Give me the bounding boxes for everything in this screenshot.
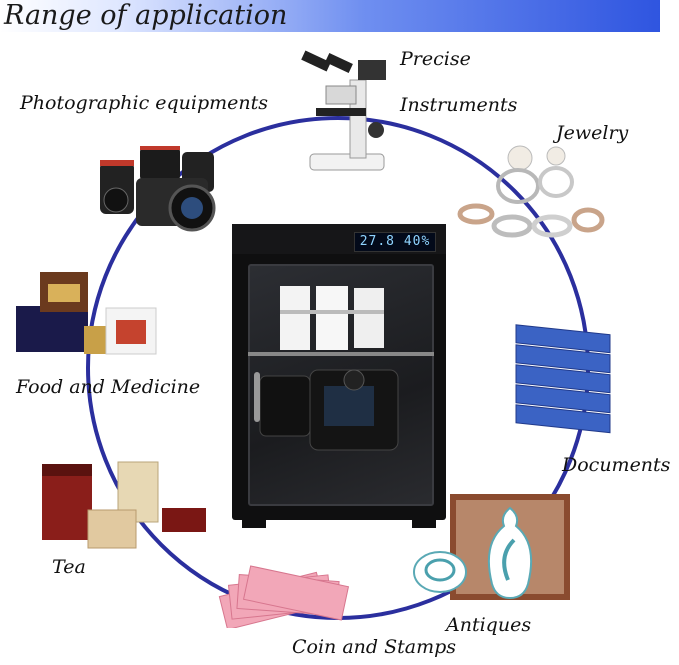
label-tea: Tea [52,556,86,578]
tea-image [42,461,206,549]
header-banner: Range of application [0,0,660,32]
label-documents: Documents [562,454,671,476]
documents-image [515,324,611,434]
label-instruments: Instruments [400,94,518,116]
cabinet-shelf [248,352,434,356]
label-precise: Precise [400,48,471,70]
cabinet-glass-door [248,264,434,506]
microscope-image [301,50,386,171]
food-medicine-image [16,272,157,355]
label-food-medicine: Food and Medicine [16,376,201,398]
dry-cabinet: 27.8 40% [232,224,446,528]
cabinet-contents-image [259,286,399,451]
label-photographic-equipments: Photographic equipments [20,92,269,114]
cabinet-display: 27.8 40% [354,232,436,252]
label-coin-stamps: Coin and Stamps [292,636,457,658]
coin-stamps-image [218,565,350,628]
cabinet-foot-right [412,520,436,528]
camera-image [100,146,216,232]
jewelry-image [457,145,605,238]
antiques-image [413,494,570,600]
page-title: Range of application [4,0,288,31]
label-jewelry: Jewelry [556,122,629,144]
cabinet-handle [254,372,260,422]
label-antiques: Antiques [446,614,532,636]
cabinet-foot-left [242,520,266,528]
